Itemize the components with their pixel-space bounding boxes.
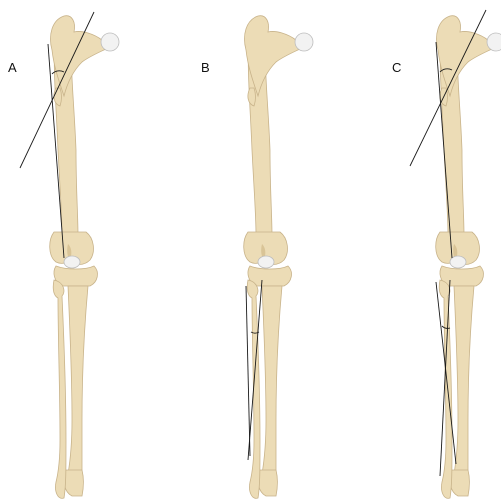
panel-label-b: B — [201, 60, 210, 75]
tibial-axis-b — [246, 286, 250, 456]
panel-b: B — [201, 16, 313, 499]
panel-label-c: C — [392, 60, 401, 75]
limb-skeleton-a — [50, 16, 119, 499]
limb-skeleton-c — [436, 16, 501, 499]
limb-skeleton-b — [244, 16, 313, 499]
panel-a: A — [8, 12, 119, 498]
panel-label-a: A — [8, 60, 17, 75]
panel-c: C — [392, 10, 501, 498]
